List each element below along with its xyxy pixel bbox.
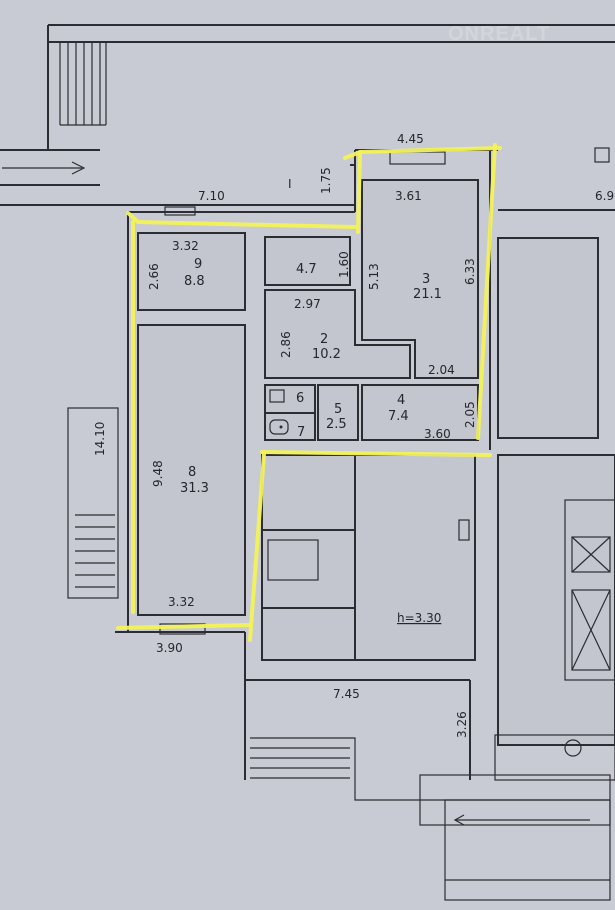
room-5-area: 2.5 — [326, 417, 347, 432]
room-hall-4-7 — [264, 236, 351, 286]
building-outline-top — [0, 24, 615, 206]
dim-room8-width: 3.32 — [168, 595, 195, 609]
dim-room2-depth: 2.86 — [279, 331, 293, 358]
toilet-icon — [269, 419, 289, 435]
dim-right-edge: 6.9 — [595, 189, 614, 203]
bathtub-icon — [269, 389, 285, 403]
room-9 — [137, 232, 246, 311]
dim-bottom-left: 3.90 — [156, 641, 183, 655]
dim-room9-width: 3.32 — [172, 239, 199, 253]
room-4 — [361, 384, 479, 441]
room-8-number: 8 — [188, 465, 196, 480]
room-2 — [264, 289, 411, 379]
dim-entrance-width: 7.10 — [198, 189, 225, 203]
lower-unit — [244, 454, 611, 901]
dim-room9-depth: 2.66 — [147, 263, 161, 290]
dim-hall-width: 2.97 — [294, 297, 321, 311]
dim-room4-depth: 2.05 — [463, 401, 477, 428]
right-building — [494, 147, 615, 781]
room-7-number: 7 — [297, 425, 305, 440]
dim-stair-length: 14.10 — [93, 422, 107, 456]
room-8-area: 31.3 — [180, 481, 209, 496]
corridor-mark: I — [288, 177, 292, 191]
room-2-area: 10.2 — [312, 347, 341, 362]
labels: 4.45 3.61 6.9 7.10 I 1.75 3.32 2.66 9 8.… — [93, 132, 614, 738]
dim-room8-depth: 9.48 — [151, 460, 165, 487]
dim-entrance-depth: 1.75 — [319, 167, 333, 194]
room-5-number: 5 — [334, 402, 342, 417]
room-3-area: 21.1 — [413, 287, 442, 302]
dim-porch-width: 7.45 — [333, 687, 360, 701]
room-9-number: 9 — [194, 257, 202, 272]
dim-room3-width: 3.61 — [395, 189, 422, 203]
dim-room4-width: 3.60 — [424, 427, 451, 441]
dim-hall-depth: 1.60 — [337, 251, 351, 278]
room-3 — [361, 179, 479, 379]
ramp-arrow-icon — [453, 814, 590, 826]
dim-top-balcony: 4.45 — [397, 132, 424, 146]
ceiling-height: h=3.30 — [397, 611, 441, 625]
dim-porch-depth: 3.26 — [455, 711, 469, 738]
dim-room3-depth-left: 5.13 — [367, 263, 381, 290]
room-hall-area: 4.7 — [296, 262, 317, 277]
room-5 — [317, 384, 359, 441]
room-3-number: 3 — [422, 272, 430, 287]
room-8 — [137, 324, 246, 616]
room-9-area: 8.8 — [184, 274, 205, 289]
highlighted-boundary — [116, 143, 502, 642]
dim-room3-depth-right: 6.33 — [463, 258, 477, 285]
entrance-arrow-icon — [2, 161, 86, 175]
dim-room3-bottom: 2.04 — [428, 363, 455, 377]
watermark: ONREALT — [448, 23, 550, 45]
room-6-number: 6 — [296, 391, 304, 406]
room-4-area: 7.4 — [388, 409, 409, 424]
room-4-number: 4 — [397, 393, 405, 408]
room-2-number: 2 — [320, 332, 328, 347]
left-stairs — [67, 407, 119, 599]
